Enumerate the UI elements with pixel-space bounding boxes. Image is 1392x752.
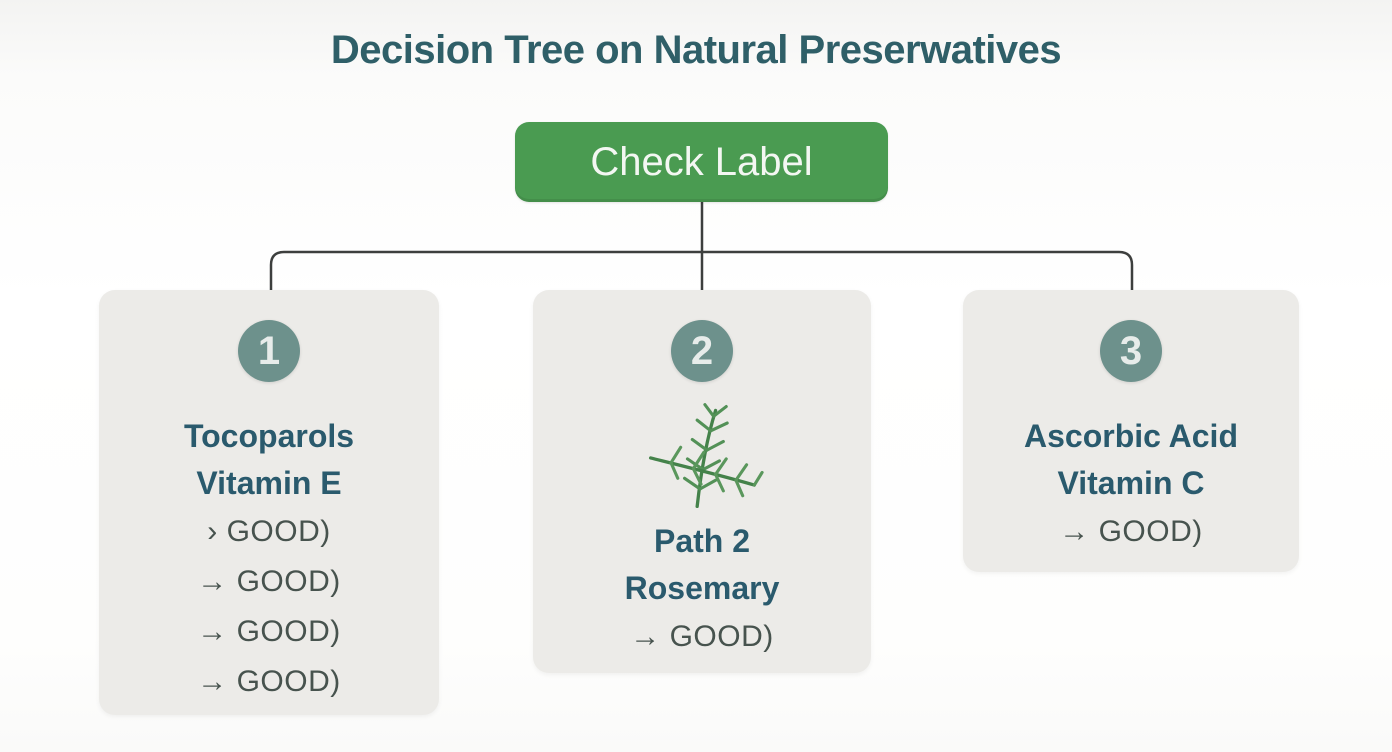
- branch-2-outcome-list: → GOOD): [630, 612, 774, 662]
- branch-number-1: 1: [257, 328, 281, 373]
- outcome-item: → GOOD): [630, 620, 774, 653]
- branch-1-heading-line-2: Vitamin E: [196, 465, 342, 501]
- outcome-item: → GOOD): [197, 615, 341, 648]
- check-label-button[interactable]: Check Label: [515, 122, 888, 202]
- branch-number-badge-2: 2: [671, 320, 733, 382]
- branch-number-2: 2: [690, 328, 714, 373]
- branch-card-rosemary: 2 Path 2 Rosemary: [533, 290, 871, 673]
- branch-number-3: 3: [1119, 328, 1143, 373]
- branch-3-heading-line-1: Ascorbic Acid: [1024, 418, 1238, 454]
- branch-3-heading-line-2: Vitamin C: [1057, 465, 1205, 501]
- branch-2-heading-line-1: Path 2: [653, 523, 751, 559]
- outcome-item: → GOOD): [1059, 515, 1203, 548]
- rosemary-sprig-icon: [648, 403, 764, 509]
- branch-1-outcome-list: › GOOD) → GOOD) → GOOD) → GOOD): [197, 507, 341, 707]
- branch-1-heading: Tocoparols Vitamin E: [184, 413, 354, 507]
- branch-card-tocopherols: 1 Tocoparols Vitamin E › GOOD) → GOOD) →…: [99, 290, 439, 715]
- branch-3-outcome-list: → GOOD): [1059, 507, 1203, 557]
- outcome-item: → GOOD): [197, 665, 341, 698]
- branch-card-ascorbic-acid: 3 Ascorbic Acid Vitamin C → GOOD): [963, 290, 1299, 572]
- outcome-item: → GOOD): [197, 565, 341, 598]
- branch-number-badge-1: 1: [238, 320, 300, 382]
- branch-3-heading: Ascorbic Acid Vitamin C: [1024, 413, 1238, 507]
- check-label-button-text: Check Label: [590, 139, 813, 184]
- branch-number-badge-3: 3: [1100, 320, 1162, 382]
- branch-2-heading: Path 2 Rosemary: [625, 518, 780, 612]
- branch-1-heading-line-1: Tocoparols: [183, 418, 355, 454]
- page-title: Decision Tree on Natural Preserwatives: [330, 28, 1062, 72]
- outcome-item: › GOOD): [207, 515, 331, 548]
- branch-2-heading-line-2: Rosemary: [624, 570, 780, 606]
